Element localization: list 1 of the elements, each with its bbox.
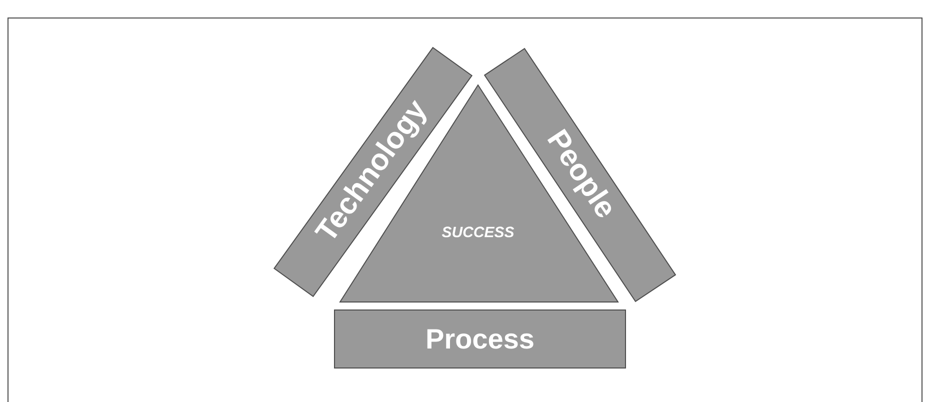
rectangle-box: Process — [334, 310, 626, 368]
